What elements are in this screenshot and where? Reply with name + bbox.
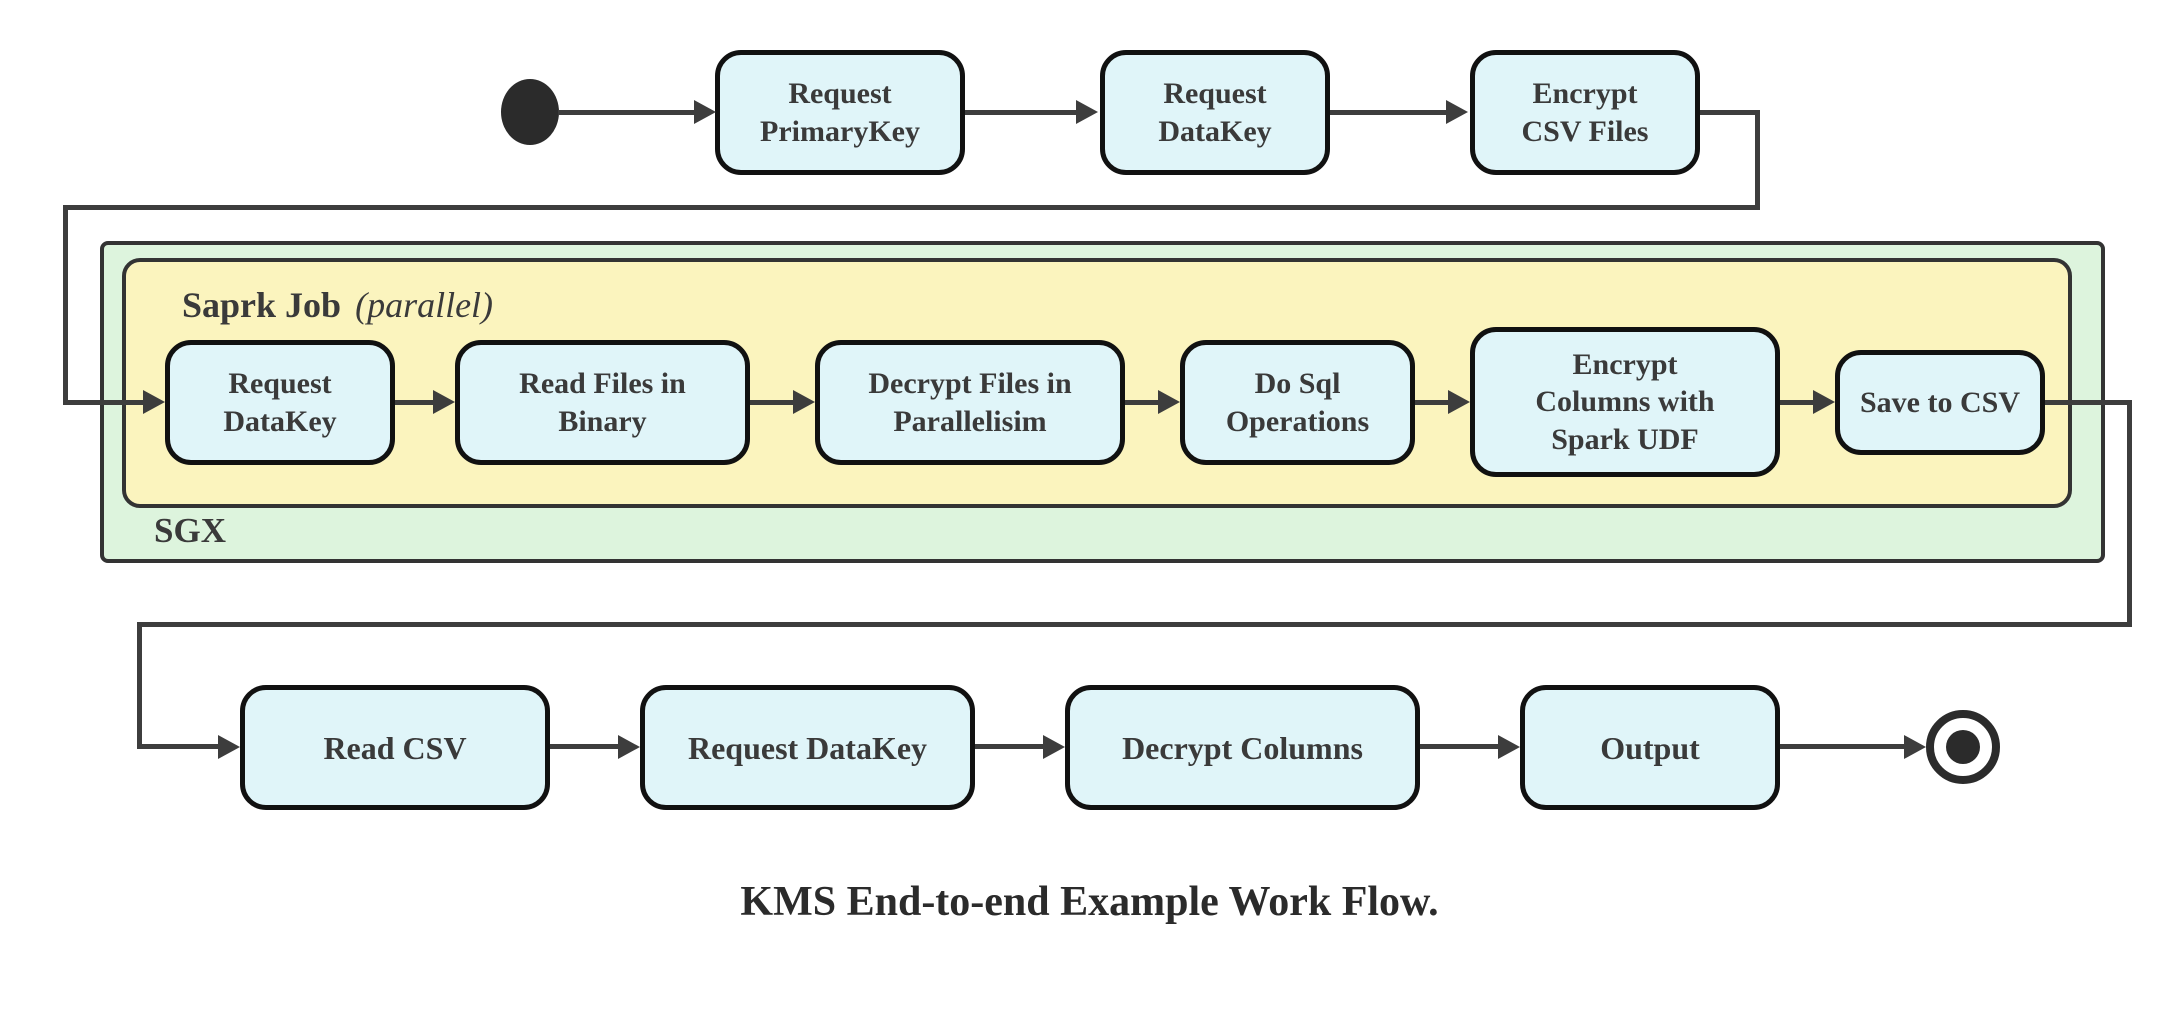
node-label: Request DataKey <box>687 729 928 766</box>
arrowhead-icon <box>694 100 716 124</box>
diagram-caption: KMS End-to-end Example Work Flow. <box>740 879 1439 925</box>
edge-segment <box>558 110 694 115</box>
node-decrypt-files-in-parallelisim: Decrypt Files in Parallelisim <box>815 340 1125 465</box>
edge-segment <box>1330 110 1446 115</box>
edge-segment <box>2045 400 2132 405</box>
arrowhead-icon <box>1813 390 1835 414</box>
arrowhead-icon <box>1904 735 1926 759</box>
node-save-to-csv: Save to CSV <box>1835 350 2045 455</box>
node-label: Do Sql Operations <box>1225 367 1370 438</box>
arrowhead-icon <box>433 390 455 414</box>
spark-job-label: Saprk Job <box>182 285 342 325</box>
edge-segment <box>395 400 433 405</box>
spark-job-title: Saprk Job (parallel) <box>182 284 493 326</box>
node-label: Request PrimaryKey <box>760 77 920 148</box>
node-label: Encrypt CSV Files <box>1521 77 1649 148</box>
edge-segment <box>137 622 142 749</box>
edge-segment <box>1780 744 1904 749</box>
edge-segment <box>1420 744 1498 749</box>
node-label: Output <box>1600 729 1700 766</box>
node-decrypt-columns: Decrypt Columns <box>1065 685 1420 810</box>
start-node-icon <box>501 79 559 145</box>
arrowhead-icon <box>1043 735 1065 759</box>
node-encrypt-columns-with-spark-udf: Encrypt Columns with Spark UDF <box>1470 327 1780 477</box>
arrowhead-icon <box>218 735 240 759</box>
node-label: Encrypt Columns with Spark UDF <box>1535 347 1715 456</box>
arrowhead-icon <box>1158 390 1180 414</box>
edge-segment <box>750 400 793 405</box>
edge-segment <box>1700 110 1760 115</box>
node-read-files-in-binary: Read Files in Binary <box>455 340 750 465</box>
edge-segment <box>1415 400 1448 405</box>
edge-segment <box>63 205 1760 210</box>
node-label: Read Files in Binary <box>519 367 686 438</box>
arrowhead-icon <box>1076 100 1098 124</box>
edge-segment <box>1755 110 1760 210</box>
edge-segment <box>550 744 618 749</box>
edge-segment <box>63 205 68 405</box>
end-node-icon <box>1926 710 2000 784</box>
node-do-sql-operations: Do Sql Operations <box>1180 340 1415 465</box>
node-encrypt-csv-files: Encrypt CSV Files <box>1470 50 1700 175</box>
sgx-label: SGX <box>154 511 226 550</box>
node-label: Read CSV <box>323 729 467 766</box>
node-label: Decrypt Files in Parallelisim <box>868 367 1072 438</box>
arrowhead-icon <box>1446 100 1468 124</box>
edge-segment <box>2127 400 2132 627</box>
edge-segment <box>965 110 1076 115</box>
node-read-csv: Read CSV <box>240 685 550 810</box>
arrowhead-icon <box>618 735 640 759</box>
node-request-datakey-client: Request DataKey <box>640 685 975 810</box>
node-label: Decrypt Columns <box>1122 729 1363 766</box>
edge-segment <box>1780 400 1813 405</box>
node-request-datakey-top: Request DataKey <box>1100 50 1330 175</box>
node-label: Save to CSV <box>1859 385 2020 419</box>
arrowhead-icon <box>143 390 165 414</box>
edge-segment <box>137 622 2132 627</box>
node-request-primarykey: Request PrimaryKey <box>715 50 965 175</box>
edge-segment <box>63 400 143 405</box>
node-label: Request DataKey <box>223 367 337 438</box>
arrowhead-icon <box>1498 735 1520 759</box>
edge-segment <box>137 744 218 749</box>
node-output: Output <box>1520 685 1780 810</box>
edge-segment <box>1125 400 1158 405</box>
arrowhead-icon <box>793 390 815 414</box>
arrowhead-icon <box>1448 390 1470 414</box>
spark-job-qualifier: (parallel) <box>355 285 494 325</box>
node-label: Request DataKey <box>1158 77 1272 148</box>
node-request-datakey-sgx: Request DataKey <box>165 340 395 465</box>
end-node-inner-dot <box>1946 730 1980 764</box>
edge-segment <box>975 744 1043 749</box>
